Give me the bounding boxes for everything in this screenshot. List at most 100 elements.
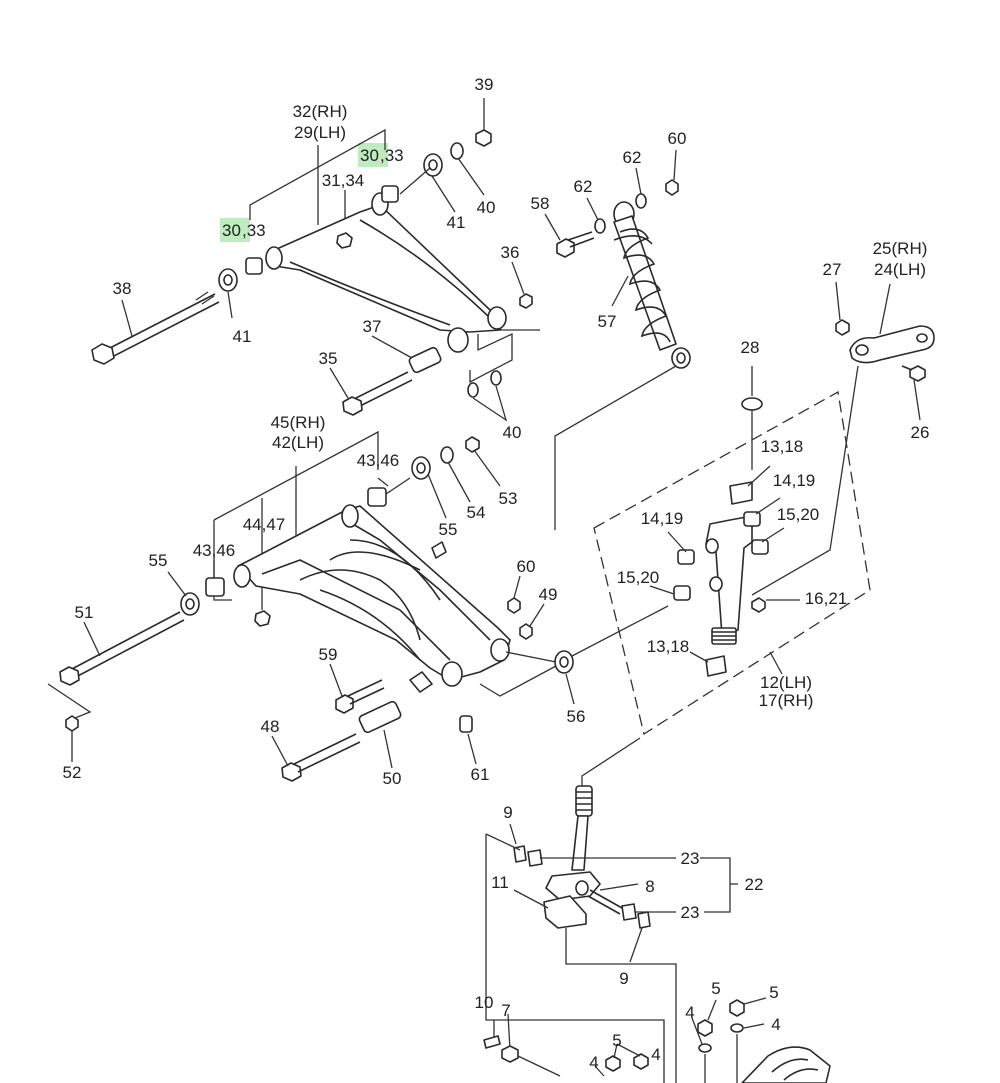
label-39: 39 xyxy=(475,75,494,94)
label-43-46-upper: 43,46 xyxy=(357,451,400,470)
label-8: 8 xyxy=(645,877,654,896)
nut-36 xyxy=(519,293,533,309)
bushing-13-lower xyxy=(705,655,727,677)
label-44-47: 44,47 xyxy=(243,515,286,534)
label-26: 26 xyxy=(911,423,930,442)
label-31-34: 31,34 xyxy=(322,171,365,190)
label-4-a: 4 xyxy=(589,1053,598,1072)
label-41-upper: 41 xyxy=(447,213,466,232)
lower-a-arm-group xyxy=(47,430,669,782)
label-24-lh: 24(LH) xyxy=(874,260,926,279)
nut-49 xyxy=(519,623,533,640)
nut-5-c xyxy=(697,1019,713,1037)
nut-5-d xyxy=(729,999,745,1017)
fitting-16-21 xyxy=(751,597,766,613)
bushing-23-a xyxy=(527,849,543,867)
bushing-9-a xyxy=(513,845,527,863)
label-12-lh: 12(LH) xyxy=(760,673,812,692)
bolt-48[interactable] xyxy=(281,733,361,782)
label-13-18-lower: 13,18 xyxy=(647,637,690,656)
label-55-lower: 55 xyxy=(149,551,168,570)
bushing-15-20-left xyxy=(673,585,691,601)
cap-28 xyxy=(741,397,763,411)
label-5-a: 5 xyxy=(612,1031,621,1050)
label-25-rh: 25(RH) xyxy=(873,239,928,258)
label-14-19-right: 14,19 xyxy=(773,471,816,490)
label-62-mid: 62 xyxy=(574,177,593,196)
collar-37 xyxy=(408,346,442,374)
label-7: 7 xyxy=(501,1001,510,1020)
nut-60-lower xyxy=(507,597,521,614)
bushing-30-upper xyxy=(381,185,399,203)
label-33-lower: ,33 xyxy=(242,221,266,240)
label-9-lower: 9 xyxy=(619,969,628,988)
bolt-26[interactable] xyxy=(901,365,926,382)
bushing-43-46-upper xyxy=(367,487,387,507)
label-13-18-upper: 13,18 xyxy=(761,437,804,456)
bolt-51[interactable] xyxy=(59,611,185,686)
label-59: 59 xyxy=(319,645,338,664)
label-33-upper: ,33 xyxy=(380,146,404,165)
label-15-20-left: 15,20 xyxy=(617,568,660,587)
bolt-35[interactable] xyxy=(342,371,413,416)
label-23-upper: 23 xyxy=(681,849,700,868)
label-28: 28 xyxy=(741,338,760,357)
label-40-lower: 40 xyxy=(503,423,522,442)
label-15-20-right: 15,20 xyxy=(777,505,820,524)
label-16-21: 16,21 xyxy=(805,589,848,608)
label-55-upper: 55 xyxy=(439,520,458,539)
bushing-9-b xyxy=(637,911,651,929)
washer-54 xyxy=(440,446,454,464)
knuckle-12-17[interactable] xyxy=(705,515,753,645)
bracket-11[interactable] xyxy=(543,895,587,929)
label-52: 52 xyxy=(63,763,82,782)
nut-27 xyxy=(835,319,850,336)
tie-rod-end[interactable] xyxy=(741,1046,831,1083)
bushing-14-19-right xyxy=(743,511,761,527)
bolt-58[interactable] xyxy=(556,231,595,258)
label-4-c: 4 xyxy=(771,1015,780,1034)
bushing-43-46-lower xyxy=(205,577,225,597)
callout-labels: 39 32(RH) 29(LH) 30 ,33 31,34 40 41 30 ,… xyxy=(63,75,930,1072)
label-10: 10 xyxy=(475,993,494,1012)
label-36: 36 xyxy=(501,243,520,262)
label-11: 11 xyxy=(491,873,509,892)
steering-shaft[interactable] xyxy=(571,785,593,871)
washer-41-lower xyxy=(218,268,238,292)
bushing-23-b xyxy=(621,903,637,921)
washer-56 xyxy=(554,650,574,674)
upper-a-arm-group xyxy=(91,98,540,422)
part-7 xyxy=(501,1045,519,1063)
label-43-46-lower: 43,46 xyxy=(193,541,236,560)
grease-fitting-44 xyxy=(254,610,271,627)
washer-62-mid xyxy=(594,218,606,234)
bracket-25-24[interactable] xyxy=(849,325,935,364)
label-53: 53 xyxy=(499,489,518,508)
clip-10 xyxy=(483,1035,501,1049)
highlight-30-lower xyxy=(220,218,250,242)
label-17-rh: 17(RH) xyxy=(759,691,814,710)
nut-53 xyxy=(465,436,480,453)
shock-absorber-57[interactable] xyxy=(613,201,691,369)
label-58: 58 xyxy=(531,194,550,213)
label-60-lower: 60 xyxy=(517,557,536,576)
bolt-38[interactable] xyxy=(91,291,220,365)
bolt-59[interactable] xyxy=(335,679,385,714)
label-27: 27 xyxy=(823,260,842,279)
label-30-lower: 30 xyxy=(222,221,241,240)
label-9-upper: 9 xyxy=(503,803,512,822)
steering-group xyxy=(483,737,831,1083)
washer-4-a xyxy=(698,1043,712,1053)
nut-39 xyxy=(475,129,492,147)
label-45-rh: 45(RH) xyxy=(271,413,326,432)
label-61: 61 xyxy=(471,765,490,784)
label-14-19-left: 14,19 xyxy=(641,509,684,528)
pitman-arm-8[interactable] xyxy=(545,871,601,901)
label-62-top: 62 xyxy=(623,148,642,167)
label-4-d: 4 xyxy=(651,1045,660,1064)
label-23-lower: 23 xyxy=(681,903,700,922)
label-22: 22 xyxy=(745,875,764,894)
nut-5-a xyxy=(605,1055,621,1072)
nut-5-b xyxy=(633,1053,649,1070)
